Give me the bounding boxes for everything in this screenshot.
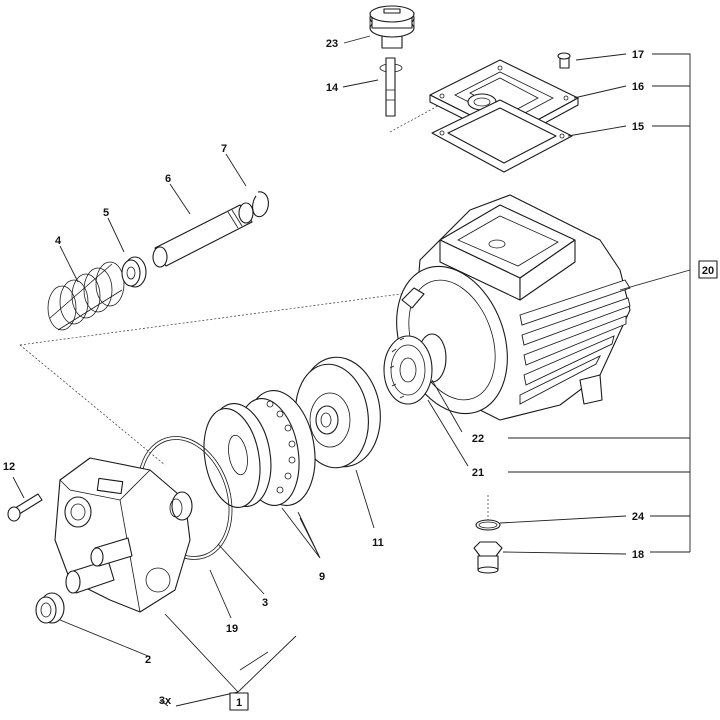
callout-2: 2 [145,654,151,666]
callout-5: 5 [103,207,109,219]
callout-18: 18 [632,549,644,561]
part-15-gasket [431,99,573,173]
assembly-axis-lines [19,101,489,520]
callout-14: 14 [326,82,339,94]
callout-24: 24 [632,511,645,523]
callout-7: 7 [221,143,227,155]
callout-labels: 1 2 3 3x 4 5 6 7 9 11 12 14 15 16 17 18 … [3,38,718,711]
callout-21: 21 [472,467,484,479]
callout-6: 6 [165,173,171,185]
callout-9: 9 [319,571,325,583]
callout-4: 4 [55,235,62,247]
callout-17: 17 [632,49,644,61]
part-12-bolt [7,493,43,522]
callout-23: 23 [326,38,338,50]
part-4-spring [47,261,125,331]
callout-1: 1 [236,697,242,709]
part-23-oil-cap [369,5,415,49]
part-14-dipstick [379,57,403,117]
part-17-screw [557,52,571,69]
callout-1-box [229,692,249,711]
part-9-thrust-bearing [203,390,316,509]
part-6-piston [152,202,254,268]
callout-3: 3 [262,597,268,609]
callout-20: 20 [702,265,714,277]
callout-20-box [698,260,718,279]
callout-19: 19 [226,623,238,635]
part-18-drain-plug [473,541,503,574]
leader-lines [12,35,691,707]
part-2-seal [35,592,65,624]
part-22-bearing [383,333,447,405]
callout-3x: 3x [159,695,172,707]
pump-head [54,457,193,613]
callout-15: 15 [632,121,644,133]
part-5-washer [121,256,147,288]
callout-22: 22 [472,433,484,445]
callout-11: 11 [372,537,384,549]
callout-12: 12 [3,461,15,473]
part-7-circlip [252,191,269,218]
callout-16: 16 [632,81,644,93]
part-24-o-ring [475,519,501,531]
